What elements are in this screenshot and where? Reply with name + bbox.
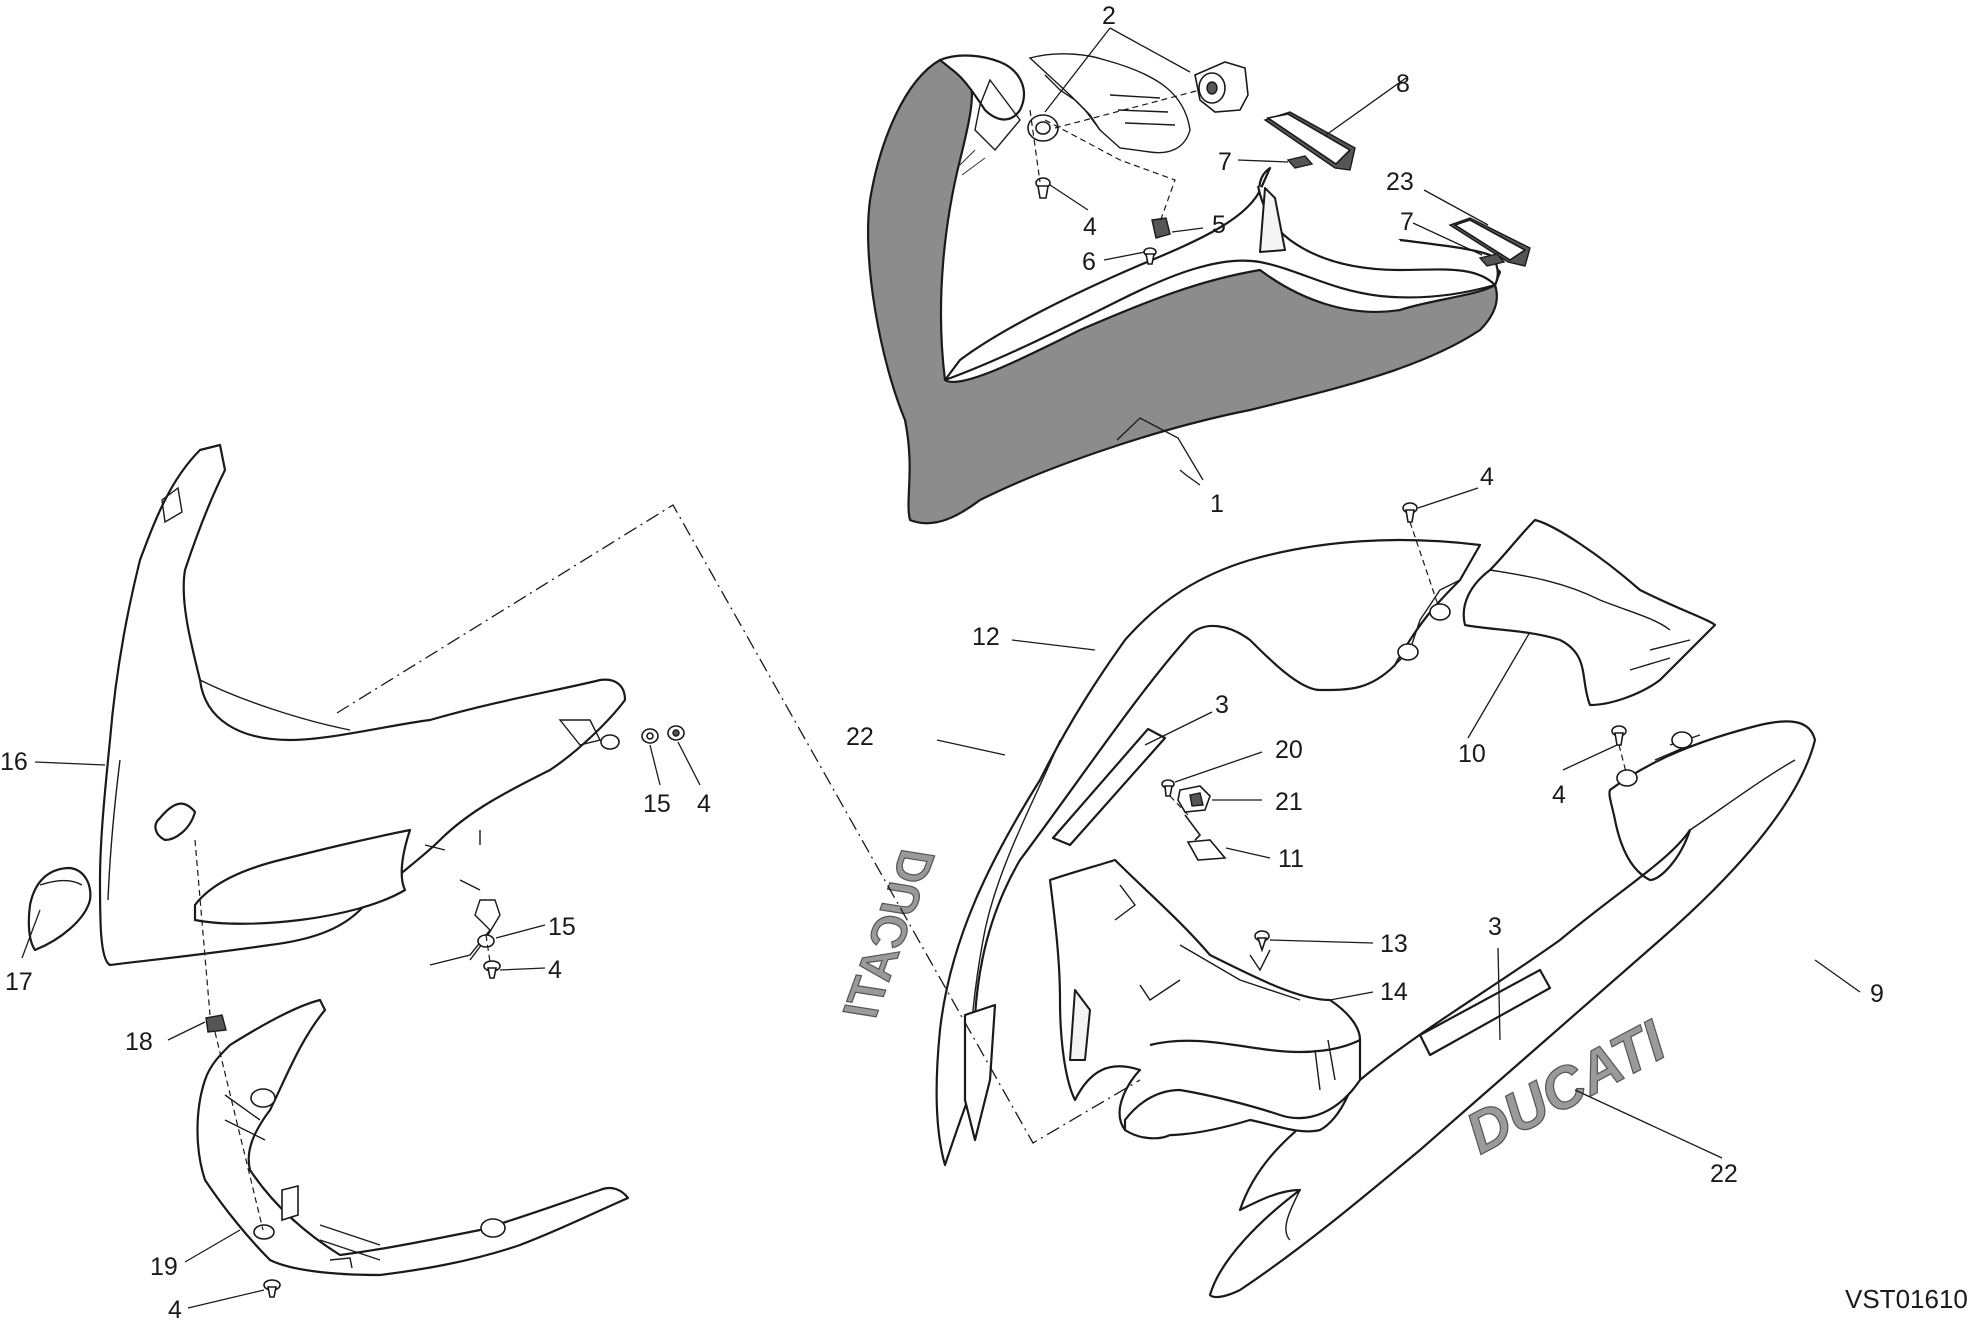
callout-4: 4 (1552, 781, 1566, 809)
callout-15: 15 (548, 913, 576, 941)
callout-9: 9 (1870, 980, 1884, 1008)
callout-22: 22 (846, 723, 874, 751)
part-3-sticker-right (1418, 968, 1552, 1057)
assembly-line (1054, 89, 1201, 129)
callout-2: 2 (1102, 2, 1116, 30)
callout-3: 3 (1488, 913, 1502, 941)
part-12-left-side-panel (935, 538, 1482, 1167)
part-4-screw-a (1035, 177, 1051, 199)
part-14-inner-duct (1048, 858, 1362, 1140)
callout-20: 20 (1275, 736, 1303, 764)
part-10-air-duct (1462, 518, 1717, 707)
callout-6: 6 (1082, 248, 1096, 276)
callout-21: 21 (1275, 788, 1303, 816)
callout-17: 17 (5, 968, 33, 996)
assembly-line (214, 1031, 264, 1231)
part-20-screw (1161, 779, 1175, 797)
part-2-lock (1194, 61, 1249, 113)
part-11-bracket (1184, 814, 1227, 861)
callout-7: 7 (1218, 148, 1232, 176)
callout-12: 12 (972, 623, 1000, 651)
part-4-screw-d (483, 960, 501, 979)
part-22-logo-left: DUCATI (834, 840, 946, 1028)
callout-16: 16 (0, 748, 28, 776)
part-21-clip (1177, 785, 1211, 813)
part-4-screw-e (263, 1279, 281, 1298)
callout-4: 4 (1480, 463, 1494, 491)
callout-15: 15 (643, 790, 671, 818)
callout-4: 4 (168, 1296, 182, 1324)
callout-4: 4 (697, 790, 711, 818)
callout-10: 10 (1458, 740, 1486, 768)
callout-7: 7 (1400, 208, 1414, 236)
callout-14: 14 (1380, 978, 1408, 1006)
assembly-line (485, 934, 491, 963)
svg-text:DUCATI: DUCATI (834, 841, 945, 1028)
callout-1: 1 (1210, 490, 1224, 518)
part-16-left-fairing (98, 443, 627, 967)
part-5-clip (1151, 217, 1171, 239)
callout-19: 19 (150, 1253, 178, 1281)
assembly-line (1409, 521, 1439, 606)
callout-18: 18 (125, 1028, 153, 1056)
callout-22: 22 (1710, 1160, 1738, 1188)
callout-4: 4 (548, 956, 562, 984)
assembly-line (1618, 744, 1627, 773)
part-7-pads (1286, 155, 1506, 267)
assembly-line (1169, 795, 1189, 816)
callout-13: 13 (1380, 930, 1408, 958)
part-13-screw (1254, 930, 1270, 953)
callout-11: 11 (1278, 845, 1304, 873)
part-6-screw (1143, 247, 1157, 265)
assembly-line (1029, 109, 1041, 183)
part-19-belly-pan (196, 998, 630, 1277)
assembly-line (1044, 119, 1176, 223)
part-17-badge (27, 866, 92, 952)
part-2-washer (1027, 114, 1059, 142)
callout-8: 8 (1396, 70, 1410, 98)
part-4-screw-b (1402, 502, 1418, 523)
drawing-code: VST01610 (1845, 1284, 1968, 1314)
part-1-upper-fairing (867, 53, 1502, 525)
leader-lines (21, 27, 1861, 1309)
part-4-screw-c (1611, 725, 1627, 746)
callout-23: 23 (1386, 168, 1414, 196)
callout-4: 4 (1083, 213, 1097, 241)
callout-5: 5 (1212, 211, 1226, 239)
correspondence-line (336, 504, 1141, 1144)
part-3-sticker-left (1051, 727, 1167, 847)
callout-3: 3 (1215, 691, 1229, 719)
callouts: 2 8 7 23 7 4 5 6 1 4 12 22 3 20 21 11 13… (0, 2, 1884, 1324)
part-8-plate (1263, 111, 1356, 171)
part-18-clip (205, 1014, 227, 1033)
